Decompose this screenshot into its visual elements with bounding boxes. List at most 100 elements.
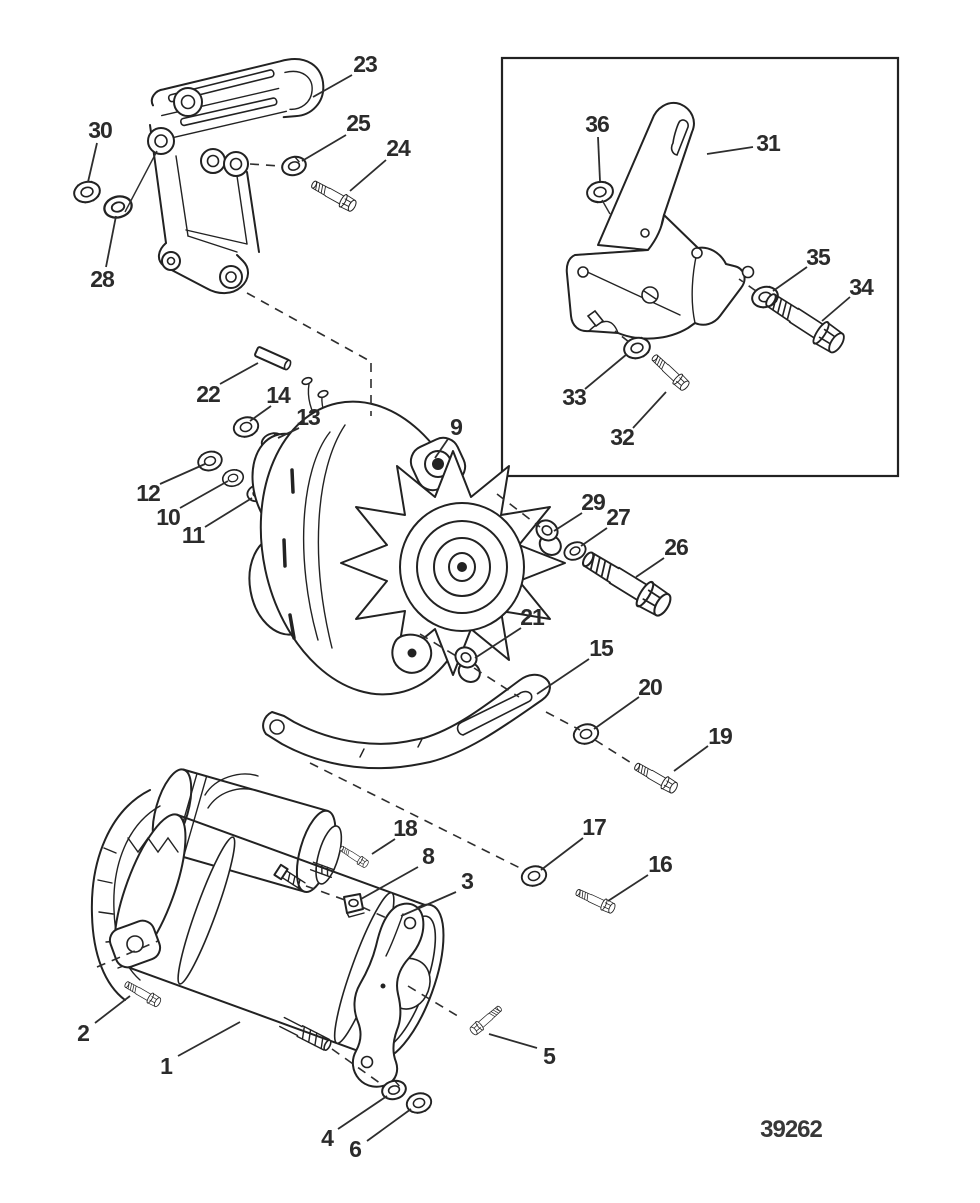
callout-label-14: 14 xyxy=(266,382,291,408)
nut-part-14 xyxy=(230,413,262,441)
callout-leader-33 xyxy=(584,353,628,390)
callout-leader-29 xyxy=(553,512,583,532)
callout-leader-2 xyxy=(94,995,131,1024)
callout-leader-15 xyxy=(536,658,590,695)
lockwasher-part-25 xyxy=(279,153,309,179)
callout-leader-34 xyxy=(821,296,851,322)
callout-label-13: 13 xyxy=(296,404,320,430)
callout-leader-30 xyxy=(87,142,98,183)
callout-leader-31 xyxy=(706,146,754,155)
bolt-part-5 xyxy=(467,1003,505,1037)
callout-label-2: 2 xyxy=(77,1020,89,1046)
nut-part-10 xyxy=(220,466,246,490)
callout-leader-17 xyxy=(540,837,584,871)
callout-label-1: 1 xyxy=(160,1053,173,1079)
callout-label-20: 20 xyxy=(638,674,662,700)
callout-label-25: 25 xyxy=(346,110,371,136)
alternator-bracket-part-23 xyxy=(147,58,325,295)
callout-leader-13 xyxy=(277,427,300,439)
callout-label-8: 8 xyxy=(422,843,435,869)
square-nut-part-8 xyxy=(343,893,365,918)
nut-part-20 xyxy=(570,720,602,748)
bolt-part-34 xyxy=(760,286,849,358)
callout-leader-3 xyxy=(400,891,457,917)
axis-line xyxy=(124,150,158,213)
callout-leader-10 xyxy=(179,480,229,509)
callout-label-24: 24 xyxy=(386,135,411,161)
callout-leader-27 xyxy=(580,527,608,547)
callout-leader-20 xyxy=(593,696,640,730)
nut-part-6 xyxy=(403,1089,435,1117)
callout-leader-28 xyxy=(105,215,117,268)
bolt-part-2 xyxy=(122,978,163,1009)
nut-part-12 xyxy=(195,448,225,474)
bolt-part-32 xyxy=(648,351,692,393)
bolt-part-19 xyxy=(631,759,680,796)
callout-leader-36 xyxy=(597,136,601,182)
alternator-part-9 xyxy=(248,376,566,696)
nut-part-36 xyxy=(584,178,616,206)
starter-motor-part-1 xyxy=(90,768,445,1062)
bolt-part-18 xyxy=(337,843,371,870)
assembly-dash-lines xyxy=(96,163,757,1087)
callout-label-18: 18 xyxy=(393,815,418,841)
callout-label-16: 16 xyxy=(648,851,672,877)
callout-leader-26 xyxy=(635,557,665,578)
inset-box xyxy=(500,56,900,478)
callout-leader-5 xyxy=(488,1033,538,1049)
callout-layer: 1234568910111213141516171819202122232425… xyxy=(77,51,875,1162)
callout-leader-32 xyxy=(632,391,667,429)
callout-label-30: 30 xyxy=(88,117,112,143)
callout-leader-35 xyxy=(772,266,808,292)
callout-leader-22 xyxy=(219,362,259,385)
callout-leader-14 xyxy=(249,405,272,422)
callout-label-9: 9 xyxy=(450,414,462,440)
callout-leader-1 xyxy=(177,1021,241,1057)
callout-label-26: 26 xyxy=(664,534,688,560)
callout-label-4: 4 xyxy=(321,1125,334,1151)
callout-label-3: 3 xyxy=(461,868,473,894)
callout-label-27: 27 xyxy=(606,504,630,530)
callout-label-35: 35 xyxy=(806,244,831,270)
callout-label-15: 15 xyxy=(589,635,614,661)
axis-line xyxy=(601,199,611,215)
callout-leader-9 xyxy=(434,438,449,459)
callout-label-10: 10 xyxy=(156,504,180,530)
callout-label-23: 23 xyxy=(353,51,377,77)
callout-leader-6 xyxy=(366,1108,412,1142)
callout-leader-18 xyxy=(371,838,396,855)
callout-label-31: 31 xyxy=(756,130,781,156)
callout-label-19: 19 xyxy=(708,723,732,749)
callout-leader-25 xyxy=(301,134,347,162)
callout-label-22: 22 xyxy=(196,381,220,407)
callout-label-11: 11 xyxy=(182,522,206,548)
callout-label-21: 21 xyxy=(520,604,545,630)
callout-label-33: 33 xyxy=(562,384,586,410)
washer-part-28 xyxy=(100,192,136,222)
bolt-part-26 xyxy=(576,544,676,621)
inset-bracket-part-31 xyxy=(565,102,755,340)
bolt-part-24 xyxy=(308,177,359,214)
callout-leader-19 xyxy=(673,745,709,772)
callout-leader-8 xyxy=(360,866,419,900)
callout-label-29: 29 xyxy=(581,489,605,515)
callout-leader-4 xyxy=(337,1095,388,1130)
callout-leader-23 xyxy=(312,74,353,98)
nut-part-30 xyxy=(70,177,104,207)
callout-leader-12 xyxy=(159,463,206,485)
brace-part-15 xyxy=(262,673,551,770)
callout-label-12: 12 xyxy=(136,480,160,506)
callout-label-36: 36 xyxy=(585,111,609,137)
callout-label-17: 17 xyxy=(582,814,606,840)
dowel-pin-part-22 xyxy=(254,346,292,371)
callout-label-32: 32 xyxy=(610,424,634,450)
callout-label-28: 28 xyxy=(90,266,115,292)
callout-label-34: 34 xyxy=(849,274,874,300)
callout-leader-24 xyxy=(349,159,387,192)
callout-label-5: 5 xyxy=(543,1043,556,1069)
drawing-number: 39262 xyxy=(760,1116,822,1143)
callout-leader-21 xyxy=(474,627,522,659)
callout-label-6: 6 xyxy=(349,1136,361,1162)
